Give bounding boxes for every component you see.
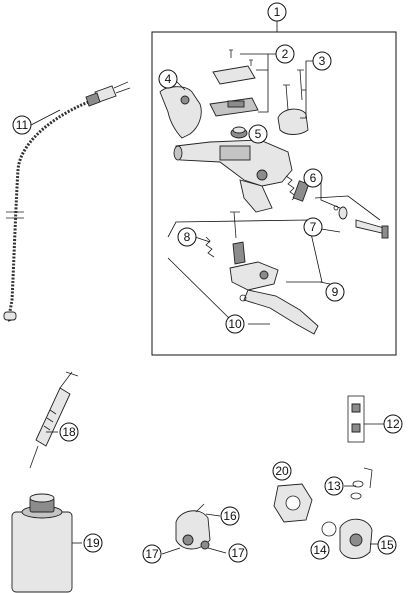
callout-18-label: 18 [62,425,76,439]
part-11-hydraulic-hose [3,81,131,323]
callout-8: 8 [177,227,197,247]
part-20-gasket [273,483,313,523]
callout-17-left-label: 17 [145,547,159,561]
callout-1-label: 1 [274,5,281,19]
callout-11: 11 [12,115,32,135]
callout-20-label: 20 [275,464,289,478]
callout-18: 18 [59,422,79,442]
callout-11-label: 11 [16,118,29,132]
callout-14: 14 [310,540,330,560]
part-15-housing [339,518,373,559]
callout-13-label: 13 [327,479,341,493]
callout-2: 2 [275,44,295,64]
callout-4: 4 [158,69,178,89]
part-12-bleed-screws [347,395,365,443]
callout-15-label: 15 [380,538,394,552]
callout-5: 5 [248,124,268,144]
callout-13: 13 [324,476,344,496]
callout-16-label: 16 [223,509,237,523]
callout-17-left: 17 [142,544,162,564]
callout-4-label: 4 [165,72,172,86]
lever-pivot-bolt [230,211,246,265]
callout-3-label: 3 [319,54,326,68]
callout-19: 19 [83,533,103,553]
callout-16: 16 [220,506,240,526]
callout-5-label: 5 [255,127,262,141]
part-6-piston-spring [285,175,348,220]
callout-8-label: 8 [184,230,191,244]
master-cylinder-body [173,139,293,213]
part-14-o-ring [321,521,337,537]
callout-17-right-label: 17 [231,546,245,560]
part-8-return-spring [205,236,215,258]
callout-9: 9 [325,282,345,302]
callout-12: 12 [383,414,403,434]
callout-15: 15 [377,535,397,555]
callout-2-label: 2 [282,47,289,61]
callout-10-label: 10 [228,317,242,331]
assembly-frame [151,31,397,356]
callout-17-right: 17 [228,543,248,563]
part-18-syringe [29,371,79,469]
part-4-clamp [159,86,202,139]
part-2-reservoir-cover [209,49,259,117]
callout-20: 20 [272,461,292,481]
callout-9-label: 9 [332,285,339,299]
callout-3: 3 [312,51,332,71]
callout-10: 10 [225,314,245,334]
part-5-cap [230,126,248,139]
part-19-fluid-container [11,493,73,593]
callout-19-label: 19 [86,536,100,550]
part-16-slave-cylinder [175,503,211,550]
part-13-banjo-fitting [350,467,373,500]
callout-7-label: 7 [310,220,317,234]
part-9-adjuster [229,261,279,291]
part-10-brake-lever [239,289,319,335]
callout-12-label: 12 [386,417,400,431]
callout-1: 1 [267,2,287,22]
callout-6-label: 6 [310,171,317,185]
part-3-clamp-bolts [277,69,309,135]
callout-14-label: 14 [313,543,327,557]
callout-6: 6 [303,168,323,188]
part-7-push-rod [355,219,389,239]
callout-7: 7 [303,217,323,237]
